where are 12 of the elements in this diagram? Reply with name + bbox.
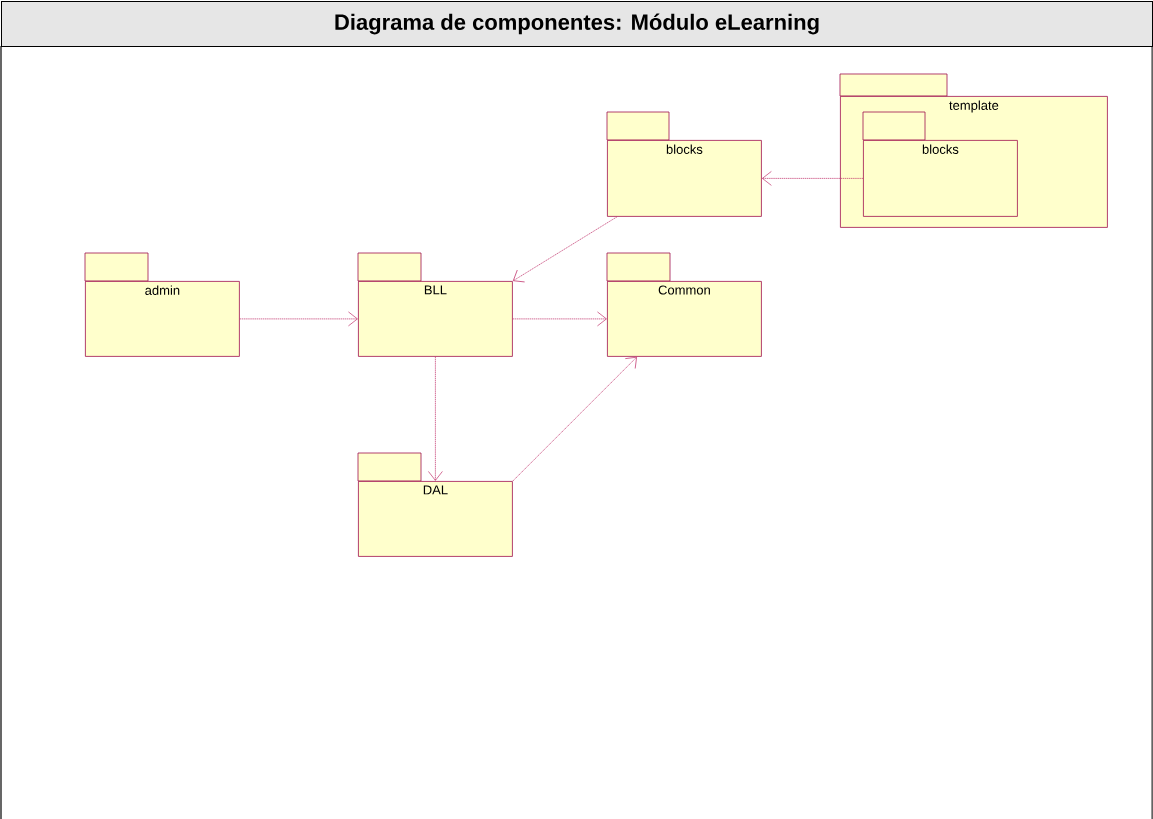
dependency-arrow — [512, 356, 637, 482]
dependency-arrow — [512, 216, 618, 283]
title-bar: Diagrama de componentes: Módulo eLearning — [1, 1, 1153, 47]
package-box: BLL — [357, 252, 513, 357]
package-box: Common — [606, 252, 762, 357]
package-box: blocks — [606, 111, 762, 217]
package-box: DAL — [357, 452, 513, 557]
dependency-arrow — [239, 311, 358, 327]
dependency-arrow — [762, 171, 864, 186]
dependency-arrow — [428, 356, 443, 481]
package-box: admin — [84, 252, 240, 357]
dependency-arrow — [512, 311, 607, 327]
